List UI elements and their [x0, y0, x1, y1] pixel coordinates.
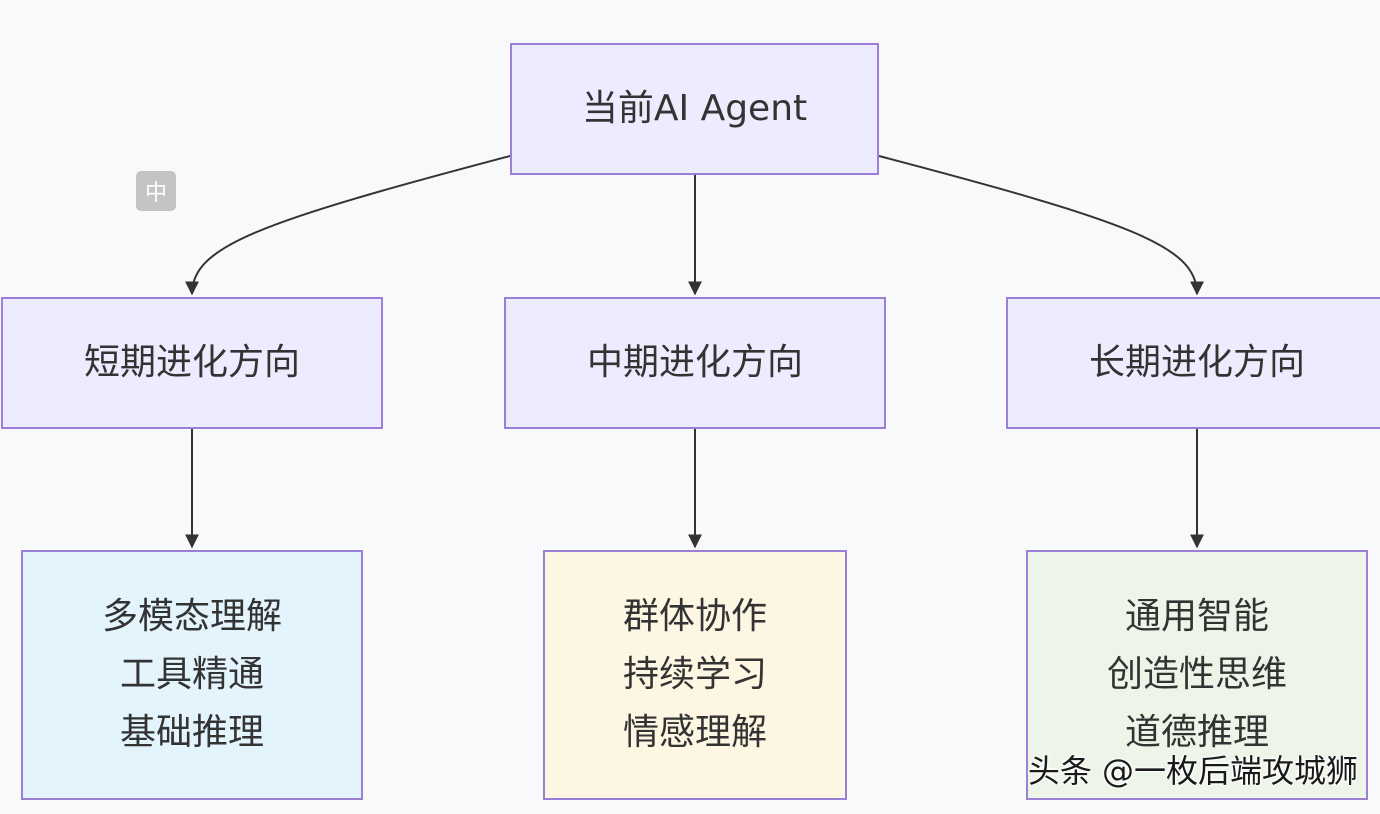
leaf-item: 道德推理 — [1124, 712, 1269, 753]
leaf-item: 通用智能 — [1124, 596, 1269, 637]
leaf-mid-term-capabilities: 群体协作 持续学习 情感理解 — [543, 550, 847, 800]
leaf-item: 基础推理 — [119, 712, 264, 753]
floating-badge[interactable]: 中 — [136, 171, 176, 211]
node-long-term: 长期进化方向 — [1006, 297, 1380, 429]
node-label: 当前AI Agent — [581, 88, 808, 130]
leaf-item: 多模态理解 — [101, 596, 282, 637]
node-mid-term: 中期进化方向 — [504, 297, 886, 429]
leaf-short-term-capabilities: 多模态理解 工具精通 基础推理 — [21, 550, 363, 800]
edge-root-short — [185, 155, 511, 296]
edge-root-long — [878, 155, 1204, 296]
leaf-item: 群体协作 — [622, 596, 767, 637]
leaf-item: 情感理解 — [622, 712, 767, 753]
node-short-term: 短期进化方向 — [1, 297, 383, 429]
leaf-item: 持续学习 — [622, 654, 767, 695]
node-label: 中期进化方向 — [586, 342, 803, 384]
leaf-item: 创造性思维 — [1106, 654, 1287, 695]
node-current-ai-agent: 当前AI Agent — [510, 43, 879, 175]
node-label: 短期进化方向 — [83, 342, 300, 384]
leaf-long-term-capabilities: 通用智能 创造性思维 道德推理 — [1026, 550, 1368, 800]
leaf-item: 工具精通 — [119, 654, 264, 695]
watermark-text: 头条 @一枚后端攻城狮 — [1027, 752, 1358, 790]
node-label: 长期进化方向 — [1088, 342, 1305, 384]
